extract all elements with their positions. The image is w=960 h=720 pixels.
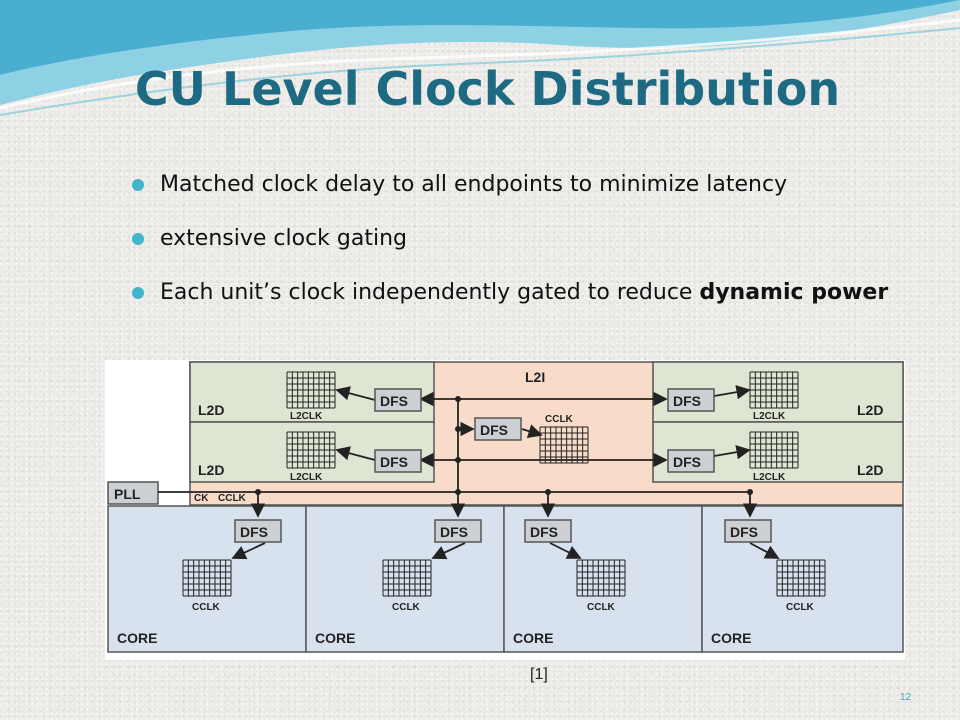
dfs-block: DFS: [234, 519, 282, 543]
pll-label: PLL: [114, 486, 141, 502]
clock-grid-icon: [382, 559, 432, 597]
core-label: CORE: [117, 630, 157, 646]
dfs-block: DFS: [374, 449, 422, 473]
clock-grid-icon: [749, 431, 799, 469]
svg-text:DFS: DFS: [380, 393, 408, 409]
cclk-label: CCLK: [587, 602, 616, 613]
svg-text:DFS: DFS: [240, 524, 268, 540]
l2clk-label: L2CLK: [290, 411, 323, 422]
clock-grid-icon: [749, 371, 799, 409]
clock-grid-icon: [182, 559, 232, 597]
clock-grid-icon: [286, 371, 336, 409]
citation: [1]: [530, 666, 548, 683]
l2i-label: L2I: [525, 369, 545, 385]
clock-grid-icon: [576, 559, 626, 597]
slide-title: CU Level Clock Distribution: [134, 62, 841, 116]
bullet-dot-icon: [132, 179, 144, 191]
cclk-label: CCLK: [218, 493, 247, 504]
svg-text:DFS: DFS: [440, 524, 468, 540]
dfs-block: DFS: [524, 519, 572, 543]
core-label: CORE: [513, 630, 553, 646]
cclk-label: CCLK: [392, 602, 421, 613]
svg-text:DFS: DFS: [480, 422, 508, 438]
l2clk-label: L2CLK: [753, 411, 786, 422]
svg-text:DFS: DFS: [730, 524, 758, 540]
svg-text:DFS: DFS: [673, 454, 701, 470]
page-number: 12: [900, 692, 912, 703]
svg-text:DFS: DFS: [380, 454, 408, 470]
core-label: CORE: [711, 630, 751, 646]
bullet-item: Each unit’s clock independently gated to…: [132, 276, 932, 310]
clock-grid-icon: [286, 431, 336, 469]
bullet-list: Matched clock delay to all endpoints to …: [132, 168, 932, 330]
dfs-block: DFS: [667, 449, 715, 473]
clock-grid-icon: [539, 426, 589, 464]
l2d-label: L2D: [857, 462, 883, 478]
svg-text:DFS: DFS: [530, 524, 558, 540]
dfs-block: DFS: [724, 519, 772, 543]
core-label: CORE: [315, 630, 355, 646]
clock-grid-icon: [776, 559, 826, 597]
cclk-label: CCLK: [786, 602, 815, 613]
cclk-label: CCLK: [545, 414, 574, 425]
header-wave: [0, 0, 960, 116]
l2clk-label: L2CLK: [753, 472, 786, 483]
cclk-label: CCLK: [192, 602, 221, 613]
ck-label: CK: [194, 493, 209, 504]
dfs-block: DFS: [434, 519, 482, 543]
pll-block: [107, 481, 159, 505]
bullet-dot-icon: [132, 287, 144, 299]
dfs-block: DFS: [667, 388, 715, 412]
bullet-item: extensive clock gating: [132, 222, 932, 256]
bullet-dot-icon: [132, 233, 144, 245]
dfs-block: DFS: [374, 388, 422, 412]
l2d-label: L2D: [198, 402, 224, 418]
dfs-block: DFS: [474, 417, 522, 441]
l2clk-label: L2CLK: [290, 472, 323, 483]
clock-distribution-diagram: PLL CK CCLK L2I L2D L2D L2D L2D CORE COR…: [105, 360, 905, 660]
bullet-emphasis: dynamic power: [699, 280, 889, 305]
bullet-item: Matched clock delay to all endpoints to …: [132, 168, 932, 202]
svg-text:DFS: DFS: [673, 393, 701, 409]
l2d-label: L2D: [198, 462, 224, 478]
l2d-label: L2D: [857, 402, 883, 418]
